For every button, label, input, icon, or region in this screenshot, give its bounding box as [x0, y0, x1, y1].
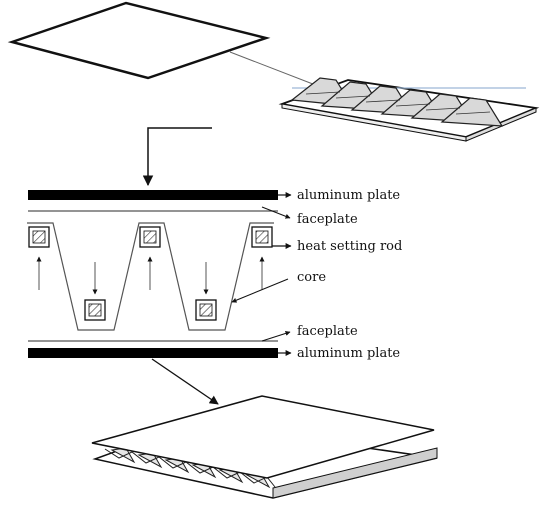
label-heat-setting-rod: heat setting rod — [297, 239, 403, 254]
core-profile — [27, 222, 274, 331]
faceplate-top-pointer — [261, 206, 291, 219]
label-core: core — [297, 270, 327, 285]
top-flat-sheet — [7, 1, 271, 80]
faceplate-bottom-pointer — [261, 330, 291, 342]
sheet-to-corrugated-line — [229, 51, 319, 87]
label-faceplate-top: faceplate — [297, 212, 358, 227]
sandwich-panel — [91, 395, 438, 499]
aluminum-plate-top — [28, 190, 278, 200]
aluminum-plate-bottom — [28, 348, 278, 358]
label-aluminum-plate-top: aluminum plate — [297, 188, 401, 203]
force-arrows — [36, 256, 265, 295]
heat-setting-rods — [28, 226, 273, 321]
label-faceplate-bottom: faceplate — [297, 324, 358, 339]
corrugated-core-illustration — [278, 77, 540, 142]
output-arrow — [151, 358, 219, 405]
core-pointer — [231, 278, 289, 303]
label-aluminum-plate-bottom: aluminum plate — [297, 346, 401, 361]
feed-arrow — [142, 127, 212, 187]
